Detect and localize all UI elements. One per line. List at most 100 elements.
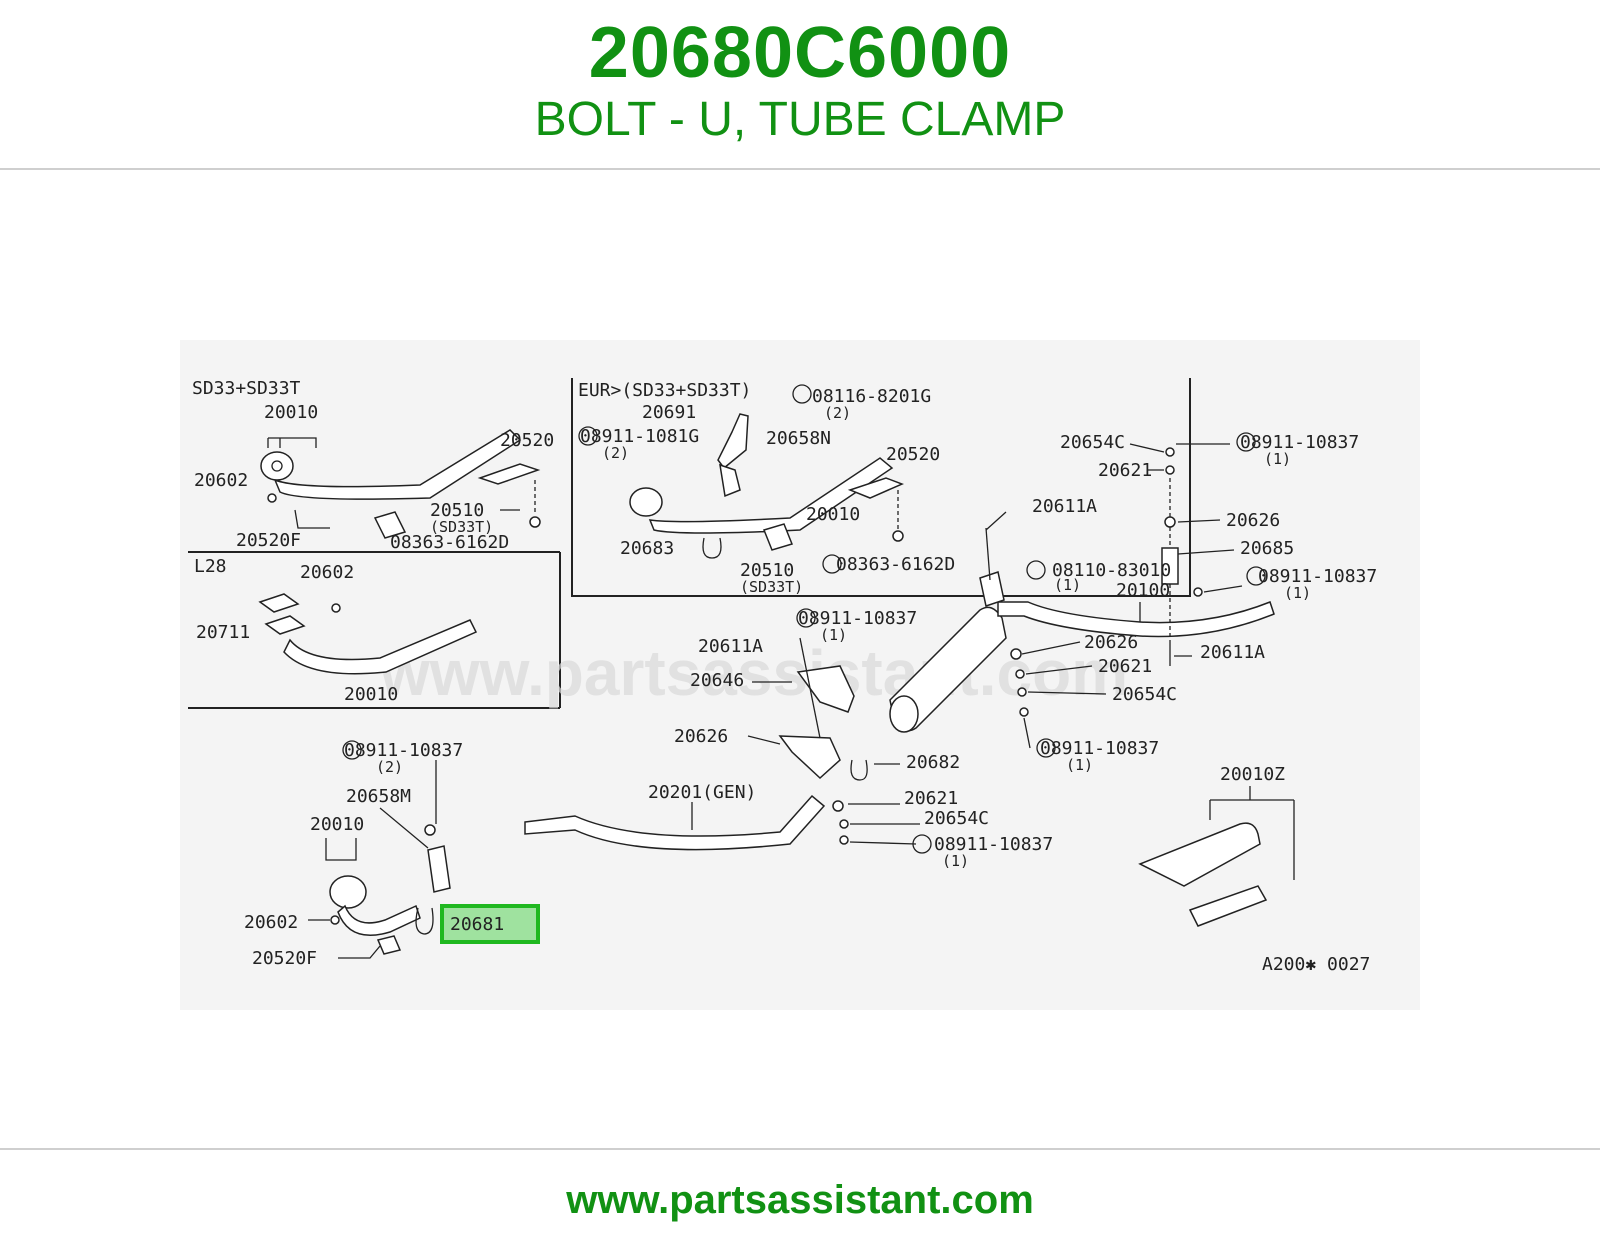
nut-08911 [424, 824, 436, 836]
panel-title-l28: L28 [194, 556, 227, 577]
watermark: www.partsassistant.com [379, 637, 1128, 709]
rubber-20626-mid [1010, 648, 1022, 660]
kit-muffler [1138, 822, 1261, 887]
label-20658M: 20658M [346, 786, 411, 807]
label-20681[interactable]: 20681 [450, 914, 504, 935]
washer-20654C-right [1165, 447, 1175, 457]
flange-20010 [329, 875, 367, 909]
rubber-20682 [850, 759, 868, 781]
label-20683: 20683 [620, 538, 674, 559]
manifold-flange-b [264, 615, 306, 635]
label-08110: 08110-83010 [1052, 560, 1171, 581]
label-08116: 08116-8201G [812, 386, 931, 407]
bracket-20611A-right [979, 571, 1005, 607]
marker-N-center [796, 608, 816, 628]
rubber-20626-right [1164, 516, 1176, 528]
label-20602-main: 20602 [244, 912, 298, 933]
marker-N-right-b [1246, 566, 1266, 586]
bolt-08363-eur [892, 530, 904, 542]
label-20201: 20201(GEN) [648, 782, 756, 803]
highlight-box-20681[interactable] [440, 904, 540, 944]
part-description: BOLT - U, TUBE CLAMP [534, 93, 1066, 146]
front-pipe-eur [648, 457, 894, 534]
label-08363: 08363-6162D [390, 532, 509, 553]
label-20711: 20711 [196, 622, 250, 643]
label-20611A-right: 20611A [1032, 496, 1097, 517]
label-20626-mid: 20626 [1084, 632, 1138, 653]
hanger-20626 [778, 735, 841, 780]
bracket-20691 [717, 413, 749, 470]
leader-lines-main [308, 760, 437, 959]
exhaust-parts-diagram: www.partsassistant.com SD33+SD33T 20010 … [180, 340, 1420, 1010]
label-08911-center: 08911-10837 [798, 608, 917, 629]
nut-20621 [832, 800, 844, 812]
front-pipe-l28 [283, 619, 478, 675]
label-20654C-mid: 20654C [1112, 684, 1177, 705]
bracket-20520F [376, 935, 402, 955]
label-08911-right: 08911-10837 [1240, 432, 1359, 453]
label-08911-right-b: 08911-10837 [1258, 566, 1377, 587]
label-20658N: 20658N [766, 428, 831, 449]
label-08110-qty: (1) [1054, 576, 1081, 594]
panel-title-eur: EUR>(SD33+SD33T) [578, 380, 751, 401]
label-20100: 20100 [1116, 580, 1170, 601]
label-20010: 20010 [264, 402, 318, 423]
nut-08911-right [1193, 587, 1203, 597]
label-08911-1081G: 08911-1081G [580, 426, 699, 447]
label-20682: 20682 [906, 752, 960, 773]
label-08116-qty: (2) [824, 404, 851, 422]
part-number: 20680C6000 [588, 13, 1012, 93]
marker-B-right [1026, 560, 1046, 580]
nut-20602-l28 [331, 603, 341, 613]
nut-08911-center [839, 835, 849, 845]
bracket-20646 [796, 665, 855, 713]
label-08911-lower-qty: (1) [942, 852, 969, 870]
marker-B [792, 384, 812, 404]
manifold-flange-a [258, 593, 300, 613]
flange-sd33 [260, 451, 294, 481]
label-20685: 20685 [1240, 538, 1294, 559]
bracket-20520-eur [847, 477, 904, 499]
label-20654C-right: 20654C [1060, 432, 1125, 453]
kit-pipe [1188, 885, 1268, 927]
bracket-20658M [427, 845, 451, 893]
label-08911-main: 08911-10837 [344, 740, 463, 761]
leader-lines-center [747, 681, 920, 845]
label-20010-main: 20010 [310, 814, 364, 835]
label-20010Z: 20010Z [1220, 764, 1285, 785]
hanger-20685 [1161, 547, 1179, 585]
bracket-20520 [477, 463, 541, 485]
label-08911-right-b-qty: (1) [1284, 584, 1311, 602]
label-20646: 20646 [690, 670, 744, 691]
flange-eur [629, 487, 663, 517]
label-20626-right: 20626 [1226, 510, 1280, 531]
marker-N-mid [1036, 738, 1056, 758]
label-20626-center: 20626 [674, 726, 728, 747]
label-20602-l28: 20602 [300, 562, 354, 583]
label-08911-mid-qty: (1) [1066, 756, 1093, 774]
stay-20658N [719, 463, 741, 498]
label-20520-eur: 20520 [886, 444, 940, 465]
label-20010-eur: 20010 [806, 504, 860, 525]
label-20602: 20602 [194, 470, 248, 491]
panel-title-sd33: SD33+SD33T [192, 378, 301, 399]
label-08911-main-qty: (2) [376, 758, 403, 776]
main-pipe-20201 [524, 794, 826, 851]
label-20611A-center: 20611A [698, 636, 763, 657]
label-08911-right-qty: (1) [1264, 450, 1291, 468]
label-20520F: 20520F [236, 530, 301, 551]
footer-divider [0, 1148, 1600, 1150]
marker-N-main [342, 740, 362, 760]
marker-S [822, 554, 842, 574]
label-20691: 20691 [642, 402, 696, 423]
label-sd33t: (SD33T) [430, 518, 493, 536]
footer-site-link[interactable]: www.partsassistant.com [566, 1178, 1034, 1222]
nut-08911-mid [1019, 707, 1029, 717]
bracket-20010 [267, 437, 317, 448]
front-pipe-20010 [337, 904, 421, 936]
label-20520: 20520 [500, 430, 554, 451]
leader-lines-right [985, 443, 1243, 749]
bolt-20611A-right [985, 527, 991, 581]
ubolt-20683 [702, 537, 722, 559]
marker-N [578, 426, 598, 446]
